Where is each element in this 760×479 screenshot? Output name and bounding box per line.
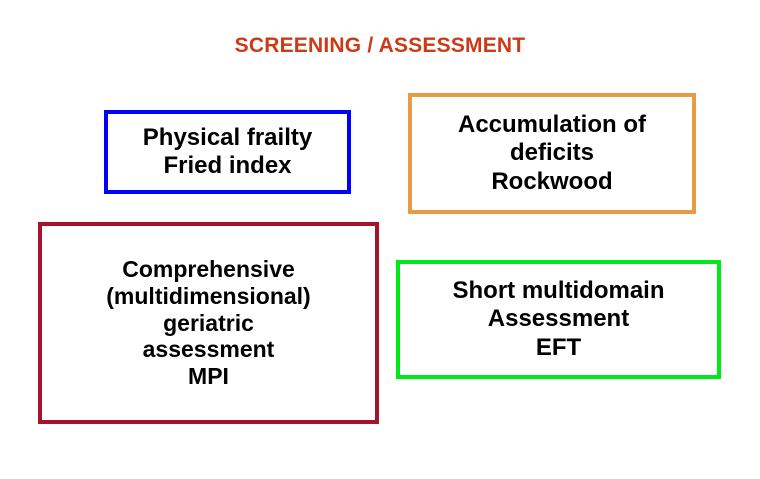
box-accumulation-deficits[interactable]: Accumulation of deficits Rockwood: [408, 93, 696, 214]
box-comprehensive-assessment[interactable]: Comprehensive (multidimensional) geriatr…: [38, 222, 379, 424]
box-comprehensive-assessment-line-5: MPI: [188, 363, 229, 390]
page-title: SCREENING / ASSESSMENT: [234, 34, 526, 57]
box-accumulation-deficits-line-3: Rockwood: [491, 167, 613, 195]
box-accumulation-deficits-line-1: Accumulation of: [457, 111, 646, 139]
box-physical-frailty-line-2: Fried index: [163, 152, 292, 179]
box-physical-frailty[interactable]: Physical frailty Fried index: [104, 110, 351, 194]
box-accumulation-deficits-line-2: deficits: [509, 139, 595, 167]
box-short-multidomain-line-1: Short multidomain: [452, 277, 665, 305]
box-short-multidomain[interactable]: Short multidomain Assessment EFT: [396, 260, 721, 379]
box-comprehensive-assessment-line-4: assessment: [142, 336, 275, 363]
box-short-multidomain-line-2: Assessment: [487, 305, 630, 333]
box-comprehensive-assessment-line-2: (multidimensional): [106, 282, 311, 309]
box-comprehensive-assessment-line-3: geriatric: [163, 309, 254, 336]
box-short-multidomain-line-3: EFT: [535, 333, 582, 361]
box-physical-frailty-line-1: Physical frailty: [142, 123, 313, 151]
box-comprehensive-assessment-line-1: Comprehensive: [122, 255, 295, 282]
